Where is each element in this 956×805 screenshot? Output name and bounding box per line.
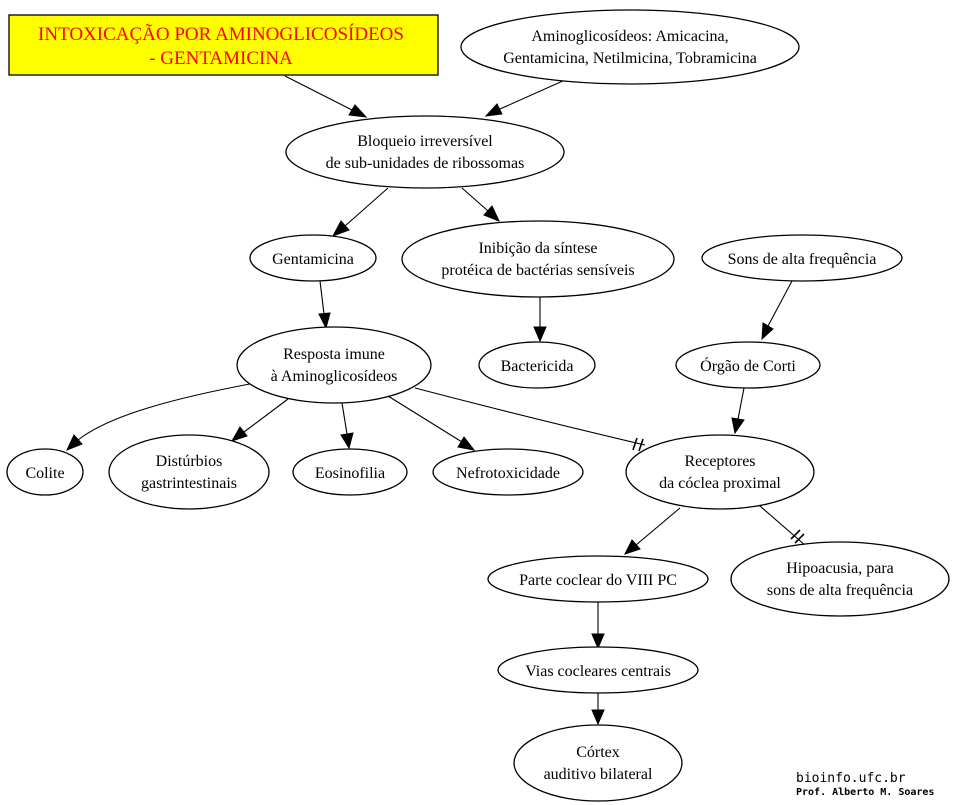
node-nefrotoxicidade: Nefrotoxicidade [432,448,584,496]
edge-resposta-disturbios [243,398,289,433]
title-line-2: - GENTAMICINA [149,48,293,69]
node-bloqueio-line-1: Bloqueio irreversível [357,133,493,150]
node-resposta-line-2: à Aminoglicosídeos [271,368,398,385]
edge-resposta-colite [77,382,256,441]
node-eosinofilia: Eosinofilia [292,448,408,496]
title-box-background [8,14,439,76]
node-orgao-corti-line-1: Órgão de Corti [700,356,796,375]
node-resposta-line-1: Resposta imune [283,346,385,363]
node-sons: Sons de alta frequência [701,234,903,282]
edges [66,75,807,726]
edge-tick-mark [632,437,638,451]
node-shape [478,341,596,389]
node-bactericida: Bactericida [478,341,596,389]
arrowhead [533,326,547,343]
arrowhead [591,709,605,726]
node-receptores-line-2: da cóclea proximal [659,475,781,492]
node-bactericida-line-1: Bactericida [501,358,574,375]
node-shape [625,434,815,510]
edge-resposta-nefrotoxicidade [387,395,463,443]
node-cortex-line-1: Córtex [576,744,620,761]
edge-receptores-parte-coclear [635,507,681,546]
node-shape [432,448,584,496]
node-orgao-corti: Órgão de Corti [675,341,821,389]
node-colite-line-1: Colite [25,465,64,482]
node-cortex: Córtex auditivo bilateral [513,724,683,802]
edge-orgao-corti-receptores [737,387,745,420]
node-colite: Colite [6,448,84,496]
node-shape [487,555,709,603]
node-inibicao-line-1: Inibição da síntese [478,240,597,257]
node-nefrotoxicidade-line-1: Nefrotoxicidade [456,465,560,482]
node-shape [6,448,84,496]
credit-site: bioinfo.ufc.br [796,771,906,786]
edge-resposta-receptores [414,387,646,446]
node-vias: Vias cocleares centrais [497,646,699,694]
arrowhead [230,426,248,442]
arrowhead [624,539,641,555]
node-receptores-line-1: Receptores [684,453,755,470]
edge-resposta-eosinofilia [341,402,348,435]
node-receptores: Receptores da cóclea proximal [625,434,815,510]
node-shape [401,220,675,298]
node-parte-coclear-line-1: Parte coclear do VIII PC [519,572,677,589]
node-sons-line-1: Sons de alta frequência [728,251,877,268]
node-inibicao-line-2: protéica de bactérias sensíveis [441,262,634,279]
node-shape [285,115,565,189]
node-bloqueio-line-2: de sub-unidades de ribossomas [326,155,525,172]
node-shape [236,326,432,404]
edge-gentamicina-resposta [319,280,325,315]
node-shape [249,234,377,282]
node-shape [108,434,270,510]
node-inibicao: Inibição da síntese protéica de bactéria… [401,220,675,298]
arrowhead [66,434,83,451]
arrowhead [331,220,350,237]
arrowhead [731,417,745,435]
edge-title-bloqueio [284,75,353,111]
node-vias-line-1: Vias cocleares centrais [525,663,671,680]
node-disturbios-line-2: gastrintestinais [141,475,237,492]
arrowhead [348,104,368,118]
arrowhead [591,633,605,650]
node-gentamicina: Gentamicina [249,234,377,282]
edge-tick-mark [790,529,801,540]
node-bloqueio: Bloqueio irreversível de sub-unidades de… [285,115,565,189]
node-eosinofilia-line-1: Eosinofilia [315,465,385,482]
arrowhead [484,103,503,117]
node-shape [730,541,950,617]
edge-tick-mark [638,438,644,452]
title-box: INTOXICAÇÃO POR AMINOGLICOSÍDEOS - GENTA… [8,14,439,76]
arrowhead [340,432,354,450]
node-shape [675,341,821,389]
node-disturbios-line-1: Distúrbios [156,453,223,470]
arrowhead [318,312,331,330]
node-shape [497,646,699,694]
node-cortex-line-2: auditivo bilateral [544,766,653,783]
arrowhead [761,322,774,341]
node-parte-coclear: Parte coclear do VIII PC [487,555,709,603]
edge-tick-mark [794,533,805,544]
node-resposta: Resposta imune à Aminoglicosídeos [236,326,432,404]
title-line-1: INTOXICAÇÃO POR AMINOGLICOSÍDEOS [38,23,404,45]
node-hipoacusia: Hipoacusia, para sons de alta frequência [730,541,950,617]
arrowhead [457,436,476,451]
node-shape [460,9,800,85]
node-shape [513,724,683,802]
edge-sons-orgao-corti [767,280,793,327]
node-gentamicina-line-1: Gentamicina [272,251,354,268]
node-aminoglicosideos: Aminoglicosídeos: Amicacina, Gentamicina… [460,9,800,85]
node-disturbios: Distúrbios gastrintestinais [108,434,270,510]
edge-bloqueio-inibicao [461,187,489,212]
node-aminoglicosideos-line-2: Gentamicina, Netilmicina, Tobramicina [503,50,757,67]
node-shape [292,448,408,496]
node-aminoglicosideos-line-1: Aminoglicosídeos: Amicacina, [531,28,728,45]
edge-aminoglicosideos-bloqueio [499,79,566,110]
arrowhead [483,205,500,222]
credit-author: Prof. Alberto M. Soares [796,787,935,798]
edge-bloqueio-gentamicina [344,187,389,227]
node-shape [701,234,903,282]
node-hipoacusia-line-1: Hipoacusia, para [786,560,894,577]
node-hipoacusia-line-2: sons de alta frequência [767,582,913,599]
